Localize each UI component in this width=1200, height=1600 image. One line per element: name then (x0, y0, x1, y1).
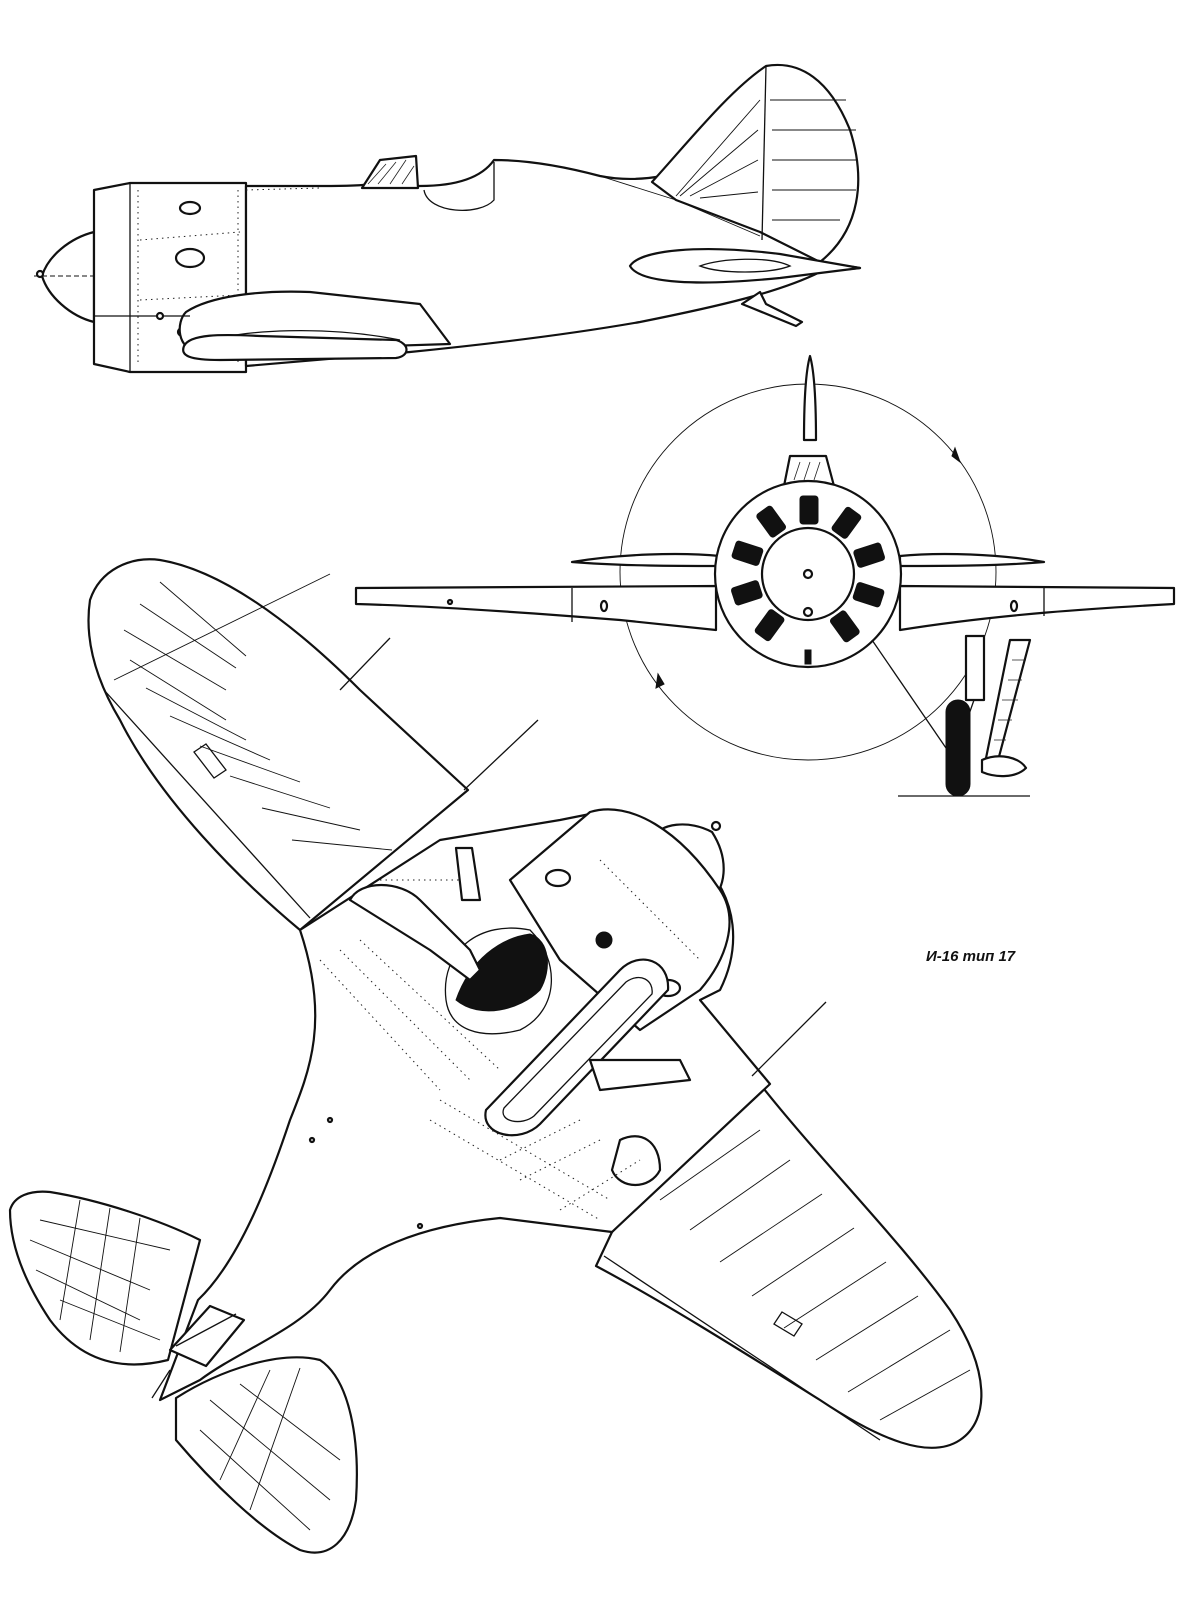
side-view (34, 63, 862, 374)
side-tailskid (740, 290, 804, 328)
drawing-caption: И-16 тип 17 (926, 948, 1016, 965)
plan-wing-lower-right (594, 1082, 983, 1449)
plan-view (8, 558, 983, 1554)
plan-tailplane-left (8, 1190, 202, 1366)
front-landing-gear (871, 634, 1032, 797)
front-fin (802, 354, 818, 442)
side-fin-rudder (650, 63, 860, 264)
side-retracted-wheel (182, 333, 408, 362)
front-view (354, 354, 1176, 797)
plan-gun-1 (339, 637, 391, 691)
front-wheel (945, 699, 971, 797)
side-tailplane (628, 248, 862, 284)
plan-gun-3 (751, 1001, 827, 1077)
front-wing-left (354, 584, 718, 632)
front-tailplane (570, 552, 722, 568)
side-spinner (40, 230, 96, 324)
plan-tailplane-right (174, 1356, 358, 1554)
plan-gun-2 (463, 719, 539, 791)
front-wing-right (898, 584, 1176, 632)
front-cooling-shutters (731, 495, 885, 643)
plan-oil-cooler (484, 958, 670, 1137)
side-windscreen (360, 154, 420, 190)
